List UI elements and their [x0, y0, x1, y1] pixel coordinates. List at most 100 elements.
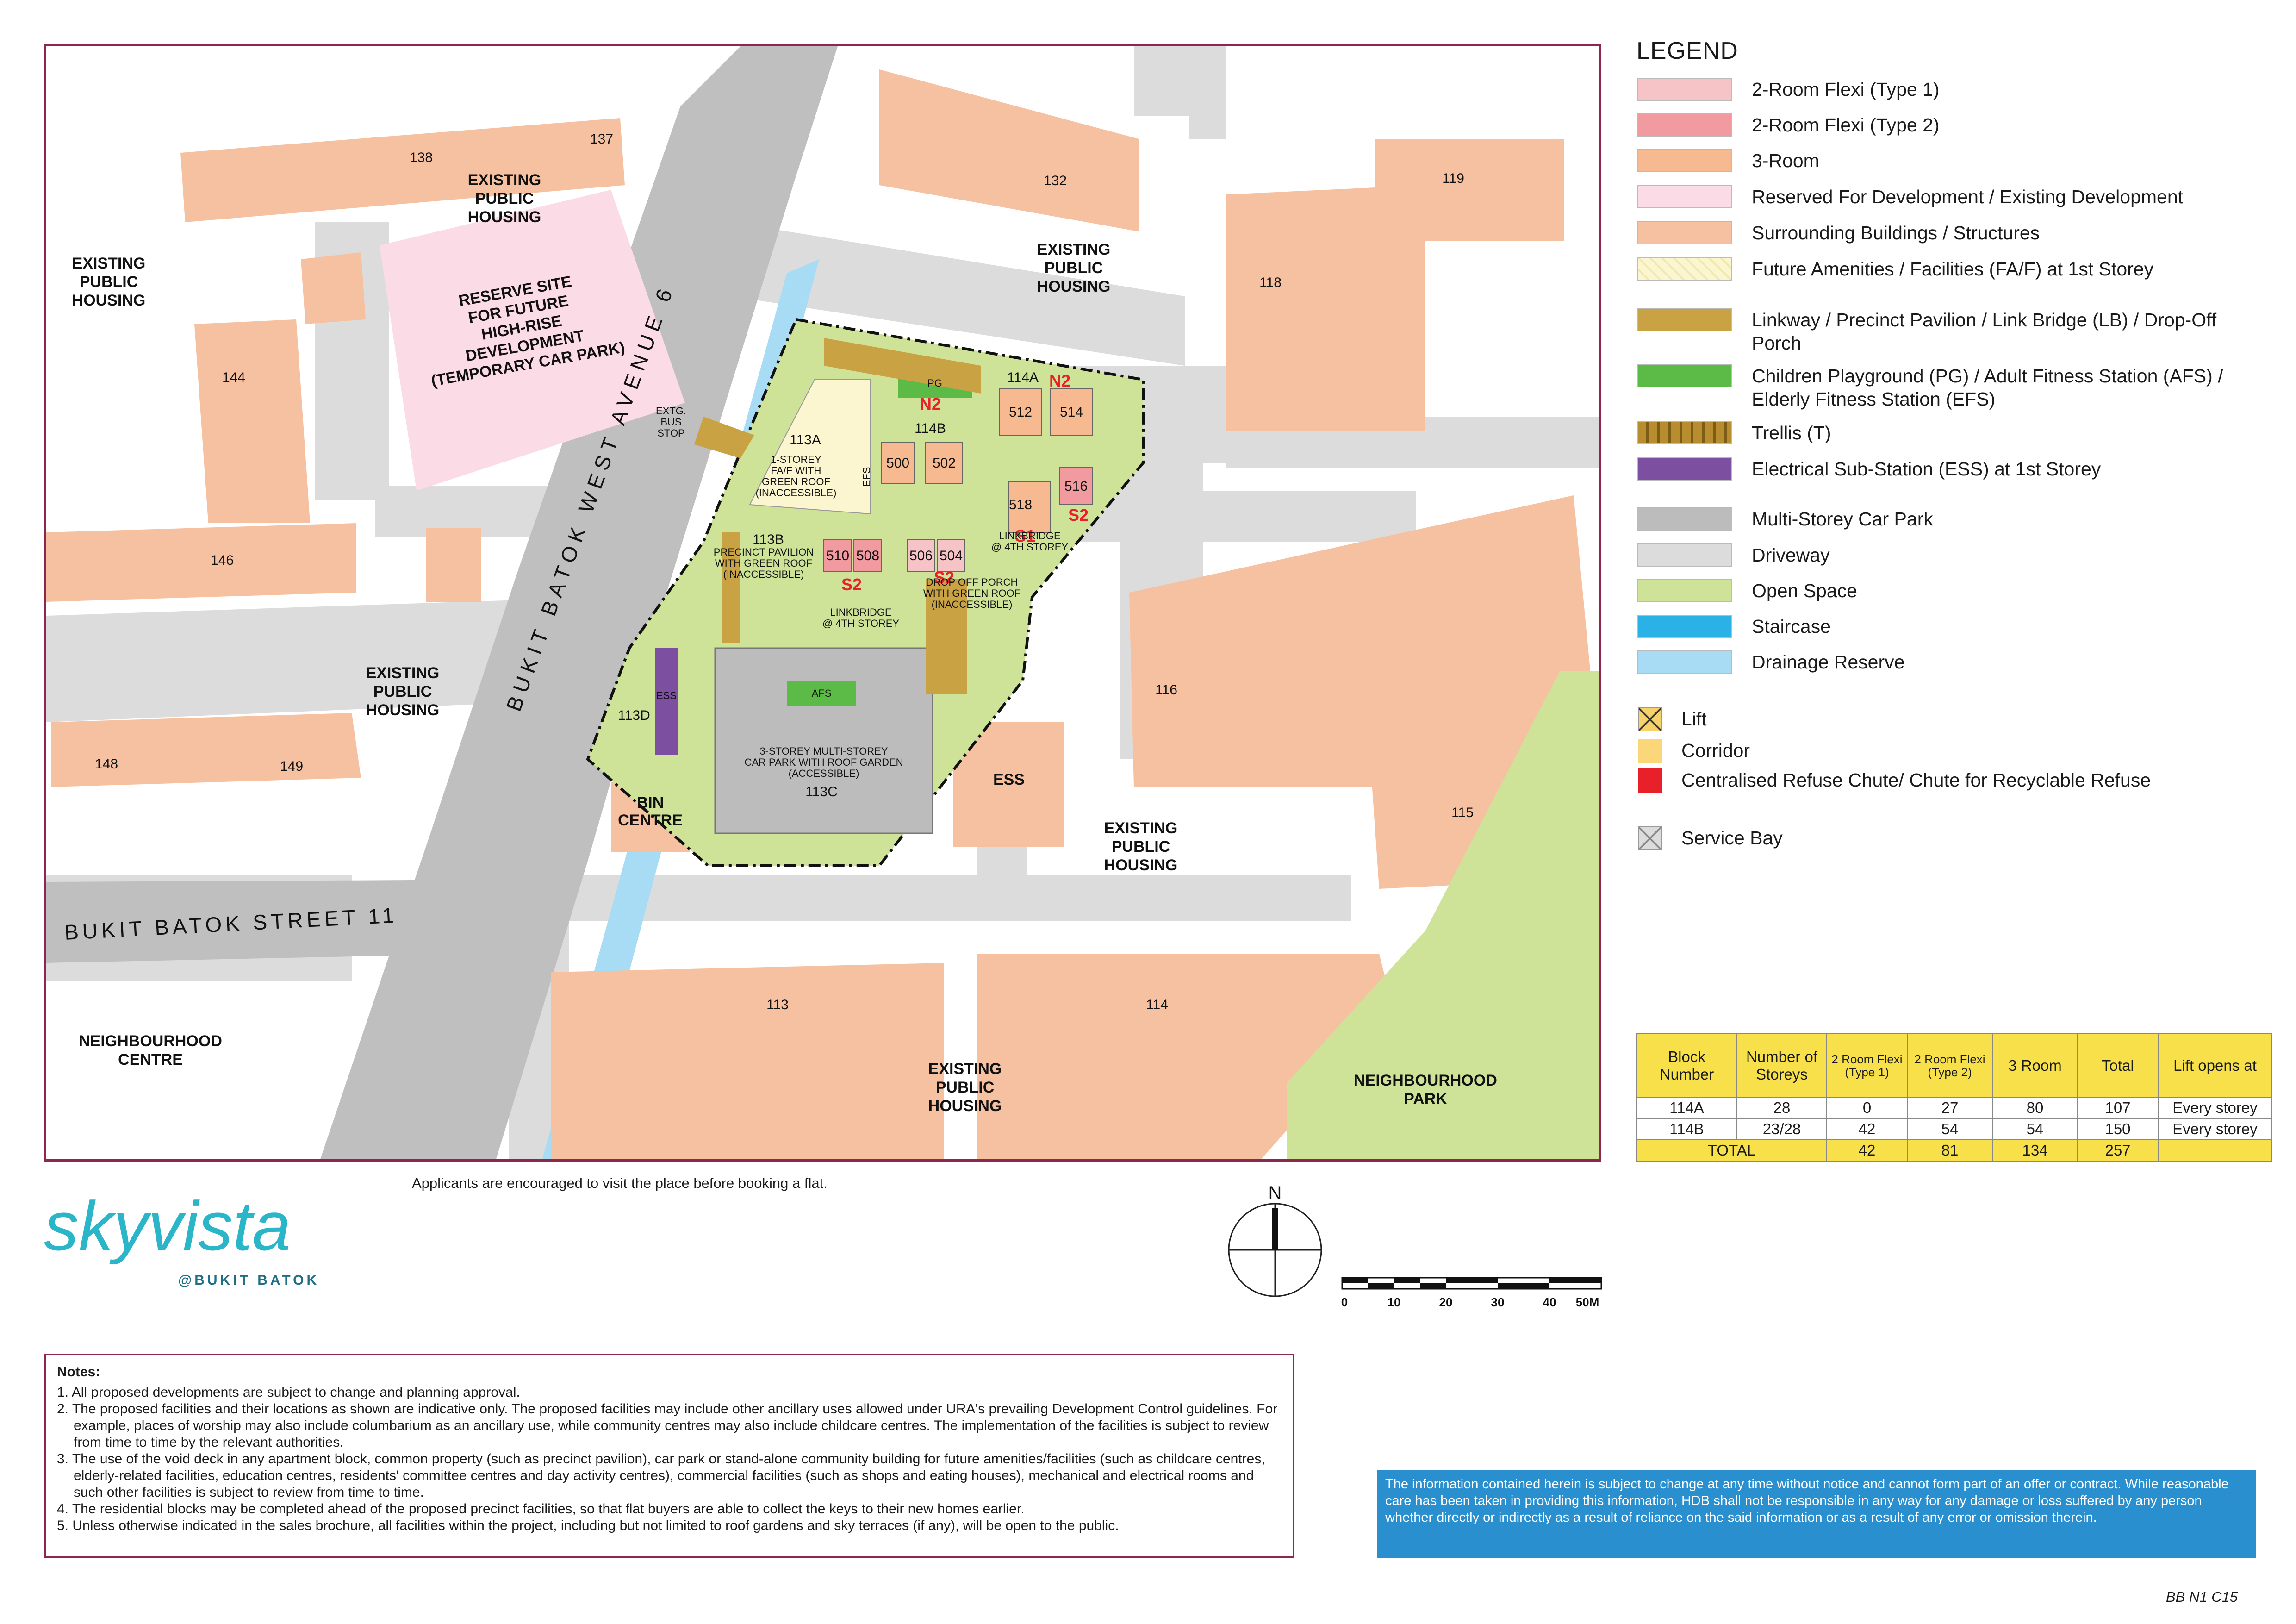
drop-off-porch	[926, 579, 967, 694]
legend-item-drainage: Drainage Reserve	[1637, 650, 2261, 674]
disclaimer-box: The information contained herein is subj…	[1377, 1470, 2256, 1558]
document-code: BB N1 C15	[2166, 1589, 2238, 1605]
note-item: 2. The proposed facilities and their loc…	[57, 1401, 1278, 1450]
block-113c-label: 113C	[805, 784, 838, 800]
legend-item-driveway: Driveway	[1637, 543, 2261, 567]
svg-text:@BUKIT BATOK: @BUKIT BATOK	[178, 1273, 319, 1288]
svg-text:10: 10	[1388, 1295, 1401, 1309]
linkway	[824, 338, 981, 394]
legend-item-future-amenities: Future Amenities / Facilities (FA/F) at …	[1637, 257, 2261, 281]
linkway-bus-stop	[694, 417, 754, 458]
notes-title: Notes:	[57, 1364, 100, 1380]
lift-icon	[1638, 707, 1662, 731]
block-148-label: 148	[95, 756, 118, 772]
reserve-site	[380, 190, 685, 491]
electrical-sub-station	[655, 648, 678, 755]
north-arrow: N	[1228, 1183, 1322, 1297]
block-137-label: 137	[590, 131, 613, 147]
north-label: N	[1269, 1183, 1282, 1203]
legend-swatch	[1637, 421, 1732, 444]
area-ess: ESS	[993, 771, 1025, 788]
flat-summary-table: Block Number Number of Storeys 2 Room Fl…	[1636, 1033, 2272, 1162]
legend-swatch	[1637, 149, 1732, 172]
corridor-swatch	[1638, 739, 1662, 763]
unit-504: 504	[940, 548, 963, 563]
multi-storey-car-park	[714, 647, 933, 834]
svg-text:skyvista: skyvista	[44, 1187, 291, 1265]
block-146-label: 146	[211, 553, 234, 568]
svg-text:40: 40	[1543, 1295, 1556, 1309]
unit-502: 502	[933, 456, 956, 471]
marker-n2-114a: N2	[1049, 371, 1070, 390]
legend-swatch	[1637, 308, 1732, 331]
legend-swatch	[1637, 457, 1732, 481]
unit-510: 510	[826, 548, 849, 563]
marker-n2-114b: N2	[920, 394, 941, 413]
legend-item-playground: Children Playground (PG) / Adult Fitness…	[1637, 364, 2261, 411]
legend-item-ess: Electrical Sub-Station (ESS) at 1st Stor…	[1637, 457, 2261, 481]
unit-512: 512	[1009, 405, 1032, 420]
legend-swatch	[1637, 257, 1732, 281]
svg-text:30: 30	[1491, 1295, 1505, 1309]
efs-label: EFS	[861, 467, 872, 487]
adult-fitness-station	[787, 681, 856, 706]
legend-swatch	[1637, 543, 1732, 567]
legend-item-service-bay: Service Bay	[1637, 826, 2190, 850]
legend-item-trellis: Trellis (T)	[1637, 421, 2261, 444]
block-132-label: 132	[1044, 173, 1067, 188]
block-113-label: 113	[766, 997, 789, 1012]
unit-514: 514	[1060, 405, 1083, 420]
legend-item-2room-flexi-type1: 2-Room Flexi (Type 1)	[1637, 78, 2261, 101]
note-item: 3. The use of the void deck in any apart…	[57, 1451, 1265, 1500]
legend-title: LEGEND	[1636, 37, 1738, 64]
marker-s2-113b: S2	[841, 575, 862, 594]
block-113b-label: 113B	[753, 532, 784, 547]
block-114b-label: 114B	[915, 421, 946, 436]
legend-item-surrounding: Surrounding Buildings / Structures	[1637, 221, 2261, 244]
svg-text:0: 0	[1341, 1295, 1348, 1309]
block-113d-label: 113D	[618, 708, 650, 723]
unit-516: 516	[1064, 479, 1088, 494]
legend-item-refuse-chute: Centralised Refuse Chute/ Chute for Recy…	[1637, 768, 2190, 793]
legend-swatch	[1637, 185, 1732, 208]
marker-s2-114a: S2	[1068, 506, 1089, 525]
block-149-label: 149	[280, 759, 303, 774]
block-113a-label: 113A	[790, 432, 821, 448]
legend-swatch	[1637, 364, 1732, 387]
unit-518: 518	[1009, 497, 1032, 512]
legend-swatch	[1637, 579, 1732, 602]
th-total: Total	[2077, 1033, 2159, 1098]
th-2room-type1: 2 Room Flexi (Type 1)	[1826, 1033, 1908, 1098]
note-item: 1. All proposed developments are subject…	[57, 1385, 520, 1400]
legend-item-linkway: Linkway / Precinct Pavilion / Link Bridg…	[1637, 308, 2261, 355]
new-blocks	[823, 388, 1093, 572]
marker-s2-porch: S2	[934, 568, 954, 587]
th-storeys: Number of Storeys	[1736, 1033, 1827, 1098]
legend-swatch	[1637, 78, 1732, 101]
block-114a-label: 114A	[1007, 370, 1039, 385]
pg-label: PG	[927, 377, 942, 389]
unit-508: 508	[856, 548, 879, 563]
legend-item-staircase: Staircase	[1637, 615, 2261, 638]
refuse-chute-swatch	[1638, 768, 1662, 793]
neighbourhood-park	[1287, 671, 1599, 1159]
legend-swatch	[1637, 507, 1732, 531]
th-lift: Lift opens at	[2158, 1033, 2272, 1098]
legend-swatch	[1637, 221, 1732, 244]
legend-item-open-space: Open Space	[1637, 579, 2261, 602]
surrounding-buildings	[46, 69, 1599, 1159]
linkbridge	[722, 532, 740, 643]
block-116-label: 116	[1155, 682, 1177, 698]
